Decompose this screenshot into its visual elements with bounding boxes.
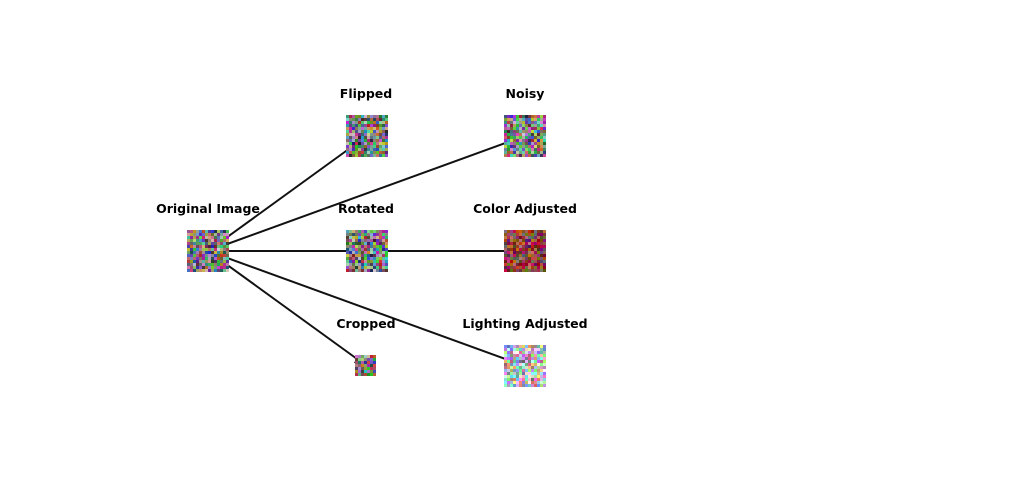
cropped-image-tile [355,355,376,376]
rotated-image-tile [346,230,388,272]
arrow-to-cropped [207,250,365,365]
lighting-adjusted-title: Lighting Adjusted [462,316,587,331]
image-tiles [187,115,546,387]
rotated-title: Rotated [338,201,394,216]
original-image-tile [187,230,229,272]
original-image-title: Original Image [156,201,260,216]
cropped-title: Cropped [336,316,395,331]
arrow-to-flipped [207,137,365,252]
lighting-adjusted-image-tile [504,345,546,387]
flipped-image-tile [346,115,388,157]
noisy-image-tile [504,115,546,157]
noisy-title: Noisy [506,86,545,101]
color-adjusted-title: Color Adjusted [473,201,577,216]
flipped-title: Flipped [340,86,392,101]
arrow-to-noisy [207,135,523,252]
color-adjusted-image-tile [504,230,546,272]
arrows [207,135,523,367]
arrow-to-lighting-adjusted [207,250,523,367]
